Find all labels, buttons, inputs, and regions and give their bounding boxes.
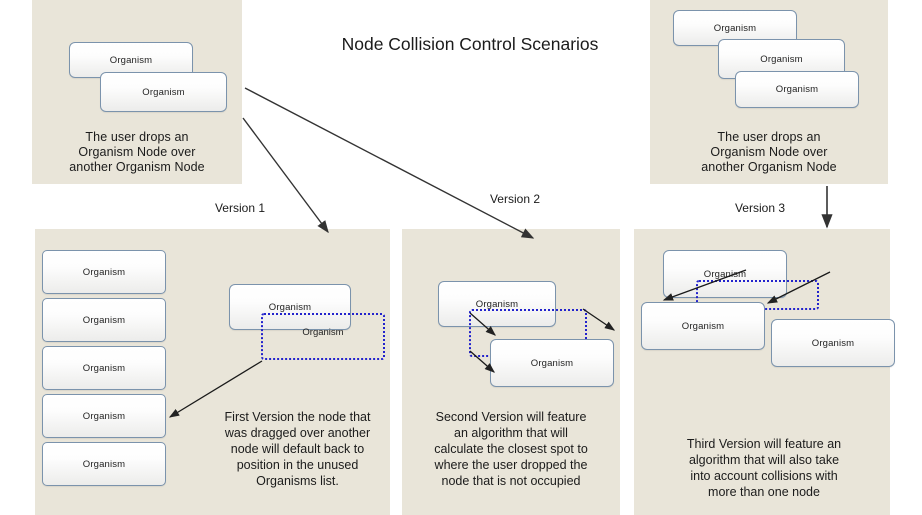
scenario-panel-top-left: Organism Organism The user drops an Orga… bbox=[32, 0, 242, 184]
organism-list-item-3[interactable]: Organism bbox=[42, 346, 166, 390]
organism-list-item-1[interactable]: Organism bbox=[42, 250, 166, 294]
version-label-2-text: Version 2 bbox=[489, 192, 541, 206]
organism-node-label: Organism bbox=[760, 53, 803, 65]
version-label-3: Version 3 bbox=[665, 201, 855, 215]
organism-node-v3-left[interactable]: Organism bbox=[641, 302, 765, 350]
organism-node-label: Organism bbox=[713, 22, 757, 34]
organism-list-item-4[interactable]: Organism bbox=[42, 394, 166, 438]
description-line: where the user dropped the bbox=[434, 458, 588, 472]
organism-node-label: Organism bbox=[775, 84, 819, 95]
organism-node-label: Organism bbox=[82, 314, 126, 326]
description-line: more than one node bbox=[708, 485, 820, 499]
version-1-description: First Version the node that was dragged … bbox=[205, 409, 390, 489]
version-3-description: Third Version will feature an algorithm … bbox=[648, 436, 880, 500]
description-line: was dragged over another bbox=[224, 426, 371, 440]
version-panel-2: Organism Organism Second Version will fe… bbox=[402, 229, 620, 515]
caption-line: The user drops an bbox=[85, 130, 189, 144]
version-panel-1: Organism Organism Organism Organism Orga… bbox=[35, 229, 390, 515]
description-line: position in the unused bbox=[236, 458, 359, 472]
organism-list-item-2[interactable]: Organism bbox=[42, 298, 166, 342]
page-title: Node Collision Control Scenarios bbox=[320, 33, 620, 56]
organism-node-label: Organism bbox=[811, 337, 855, 349]
organism-node-top-right-front[interactable]: Organism bbox=[735, 71, 859, 108]
description-line: First Version the node that bbox=[224, 410, 371, 424]
description-line: an algorithm that will bbox=[454, 426, 568, 440]
organism-node-v2-resolved[interactable]: Organism bbox=[490, 339, 614, 387]
version-label-3-text: Version 3 bbox=[734, 201, 786, 215]
organism-node-label: Organism bbox=[109, 54, 153, 66]
version-label-1-text: Version 1 bbox=[214, 201, 266, 215]
description-line: node that is not occupied bbox=[441, 474, 581, 488]
scenario-caption-top-right: The user drops an Organism Node over ano… bbox=[650, 130, 888, 175]
description-line: Organisms list. bbox=[256, 474, 339, 488]
description-line: Second Version will feature bbox=[435, 410, 587, 424]
page-title-text: Node Collision Control Scenarios bbox=[341, 34, 599, 54]
organism-node-label: Organism bbox=[681, 320, 725, 332]
description-line: calculate the closest spot to bbox=[434, 442, 588, 456]
ghost-drop-label-v1: Organism bbox=[302, 327, 344, 338]
caption-line: The user drops an bbox=[717, 130, 821, 144]
organism-node-label: Organism bbox=[475, 298, 519, 310]
scenario-panel-top-right: Organism Organism Organism The user drop… bbox=[650, 0, 888, 184]
organism-node-v1-target[interactable]: Organism bbox=[229, 284, 351, 330]
description-line: algorithm that will also take bbox=[688, 453, 840, 467]
organism-node-label: Organism bbox=[268, 301, 312, 313]
organism-node-top-left-front[interactable]: Organism bbox=[100, 72, 227, 112]
caption-line: another Organism Node bbox=[69, 160, 205, 174]
organism-node-label: Organism bbox=[142, 86, 185, 98]
scenario-caption-top-left: The user drops an Organism Node over ano… bbox=[32, 130, 242, 175]
description-line: Third Version will feature an bbox=[686, 437, 842, 451]
ghost-drop-outline-v1 bbox=[261, 313, 385, 360]
caption-line: another Organism Node bbox=[701, 160, 837, 174]
description-line: node will default back to bbox=[230, 442, 365, 456]
organism-node-v3-right[interactable]: Organism bbox=[771, 319, 895, 367]
version-panel-3: Organism Organism Organism Third Version… bbox=[634, 229, 895, 515]
version-2-description: Second Version will feature an algorithm… bbox=[408, 409, 614, 489]
version-label-2: Version 2 bbox=[420, 192, 610, 206]
organism-node-label: Organism bbox=[82, 266, 126, 278]
arrow-scenario-to-version-2 bbox=[244, 87, 535, 239]
organism-node-label: Organism bbox=[82, 410, 126, 422]
caption-line: Organism Node over bbox=[710, 145, 828, 159]
organism-node-label: Organism bbox=[530, 357, 574, 369]
description-line: into account collisions with bbox=[690, 469, 838, 483]
version-label-1: Version 1 bbox=[145, 201, 335, 215]
organism-list-item-5[interactable]: Organism bbox=[42, 442, 166, 486]
organism-node-label: Organism bbox=[82, 362, 126, 374]
organism-node-label: Organism bbox=[82, 458, 126, 470]
caption-line: Organism Node over bbox=[78, 145, 196, 159]
organism-node-label: Organism bbox=[703, 268, 747, 280]
